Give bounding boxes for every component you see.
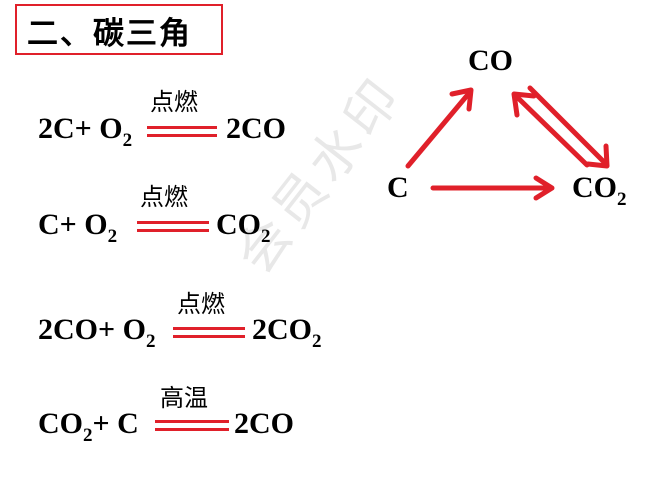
node-label: C <box>387 171 409 204</box>
reactant-text: 2C+ O <box>38 112 123 145</box>
equation-1-reactants: 2C+ O2 <box>38 112 132 152</box>
equation-4-reactants: CO2+ C <box>38 407 139 447</box>
reactant-text: C+ O <box>38 208 108 241</box>
reactant-text: CO <box>38 407 83 440</box>
subscript: 2 <box>107 226 118 247</box>
product-text: 2CO <box>226 112 286 145</box>
equation-3-products: 2CO2 <box>252 313 322 353</box>
equation-4-products: 2CO <box>234 407 294 441</box>
equation-1-equals-sign <box>147 124 217 138</box>
arrow-co-to-co2-icon <box>527 85 609 167</box>
equation-1-products: 2CO <box>226 112 286 146</box>
product-text: CO <box>216 208 261 241</box>
equation-2-reactants: C+ O2 <box>38 208 117 248</box>
equation-3-equals-sign <box>173 325 245 339</box>
reactant-text: 2CO+ O <box>38 313 146 346</box>
equation-2-equals-sign <box>137 219 209 233</box>
subscript: 2 <box>122 130 133 151</box>
subscript: 2 <box>83 425 93 446</box>
equation-3-reactants: 2CO+ O2 <box>38 313 155 353</box>
subscript: 2 <box>312 331 322 352</box>
reactant-text: + C <box>92 407 139 440</box>
node-co2: CO2 <box>572 171 627 211</box>
subscript: 2 <box>145 331 156 352</box>
equation-2-condition: 点燃 <box>140 183 188 211</box>
equation-4-condition: 高温 <box>160 384 208 412</box>
product-text: 2CO <box>252 313 312 346</box>
equation-2-products: CO2 <box>216 208 271 248</box>
node-label: CO <box>468 44 513 77</box>
node-co: CO <box>468 44 513 78</box>
arrow-c-to-co-icon <box>405 89 473 169</box>
node-label: CO <box>572 171 617 204</box>
equation-1-condition: 点燃 <box>150 88 198 116</box>
node-c: C <box>387 171 409 205</box>
product-text: 2CO <box>234 407 294 440</box>
section-title: 二、碳三角 <box>27 16 192 52</box>
arrow-co2-to-co-icon <box>513 93 590 168</box>
subscript: 2 <box>617 189 627 210</box>
equation-3-condition: 点燃 <box>177 290 225 318</box>
title-box <box>15 4 223 55</box>
subscript: 2 <box>261 226 271 247</box>
equation-4-equals-sign <box>155 418 229 432</box>
